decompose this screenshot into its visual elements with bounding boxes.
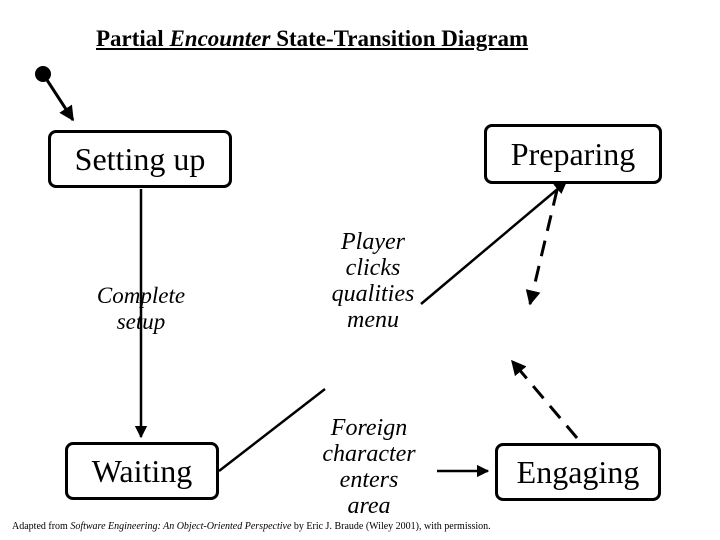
transition-label-complete-setup: Complete setup <box>96 283 186 334</box>
state-preparing: Preparing <box>484 124 662 184</box>
footnote-suffix: by Eric J. Braude (Wiley 2001), with per… <box>291 521 491 532</box>
state-engaging-label: Engaging <box>516 453 640 490</box>
title-suffix: State-Transition Diagram <box>270 26 529 51</box>
engaging-dashed-arrow <box>510 359 579 439</box>
state-preparing-label: Preparing <box>510 135 636 172</box>
state-engaging: Engaging <box>495 443 661 501</box>
state-waiting: Waiting <box>65 442 219 500</box>
transition-label-foreign-character: Foreign character enters area <box>322 415 416 519</box>
footnote-prefix: Adapted from <box>12 521 71 532</box>
foreign-character-line <box>218 388 326 472</box>
initial-transition-arrow <box>45 79 75 122</box>
state-setting-up: Setting up <box>48 130 232 188</box>
diagram-title: Partial Encounter State-Transition Diagr… <box>96 26 528 52</box>
title-emphasis: Encounter <box>169 26 271 51</box>
preparing-engaging-dashed-arrow <box>525 189 559 306</box>
title-prefix: Partial <box>96 26 170 51</box>
footnote-book-title: Software Engineering: An Object-Oriented… <box>70 521 292 532</box>
player-clicks-arrow <box>420 181 567 305</box>
state-waiting-label: Waiting <box>91 452 193 489</box>
attribution-footnote: Adapted from Software Engineering: An Ob… <box>12 521 491 532</box>
state-setting-up-label: Setting up <box>74 140 206 177</box>
transition-label-player-clicks: Player clicks qualities menu <box>331 229 415 333</box>
initial-state-dot <box>35 66 51 82</box>
